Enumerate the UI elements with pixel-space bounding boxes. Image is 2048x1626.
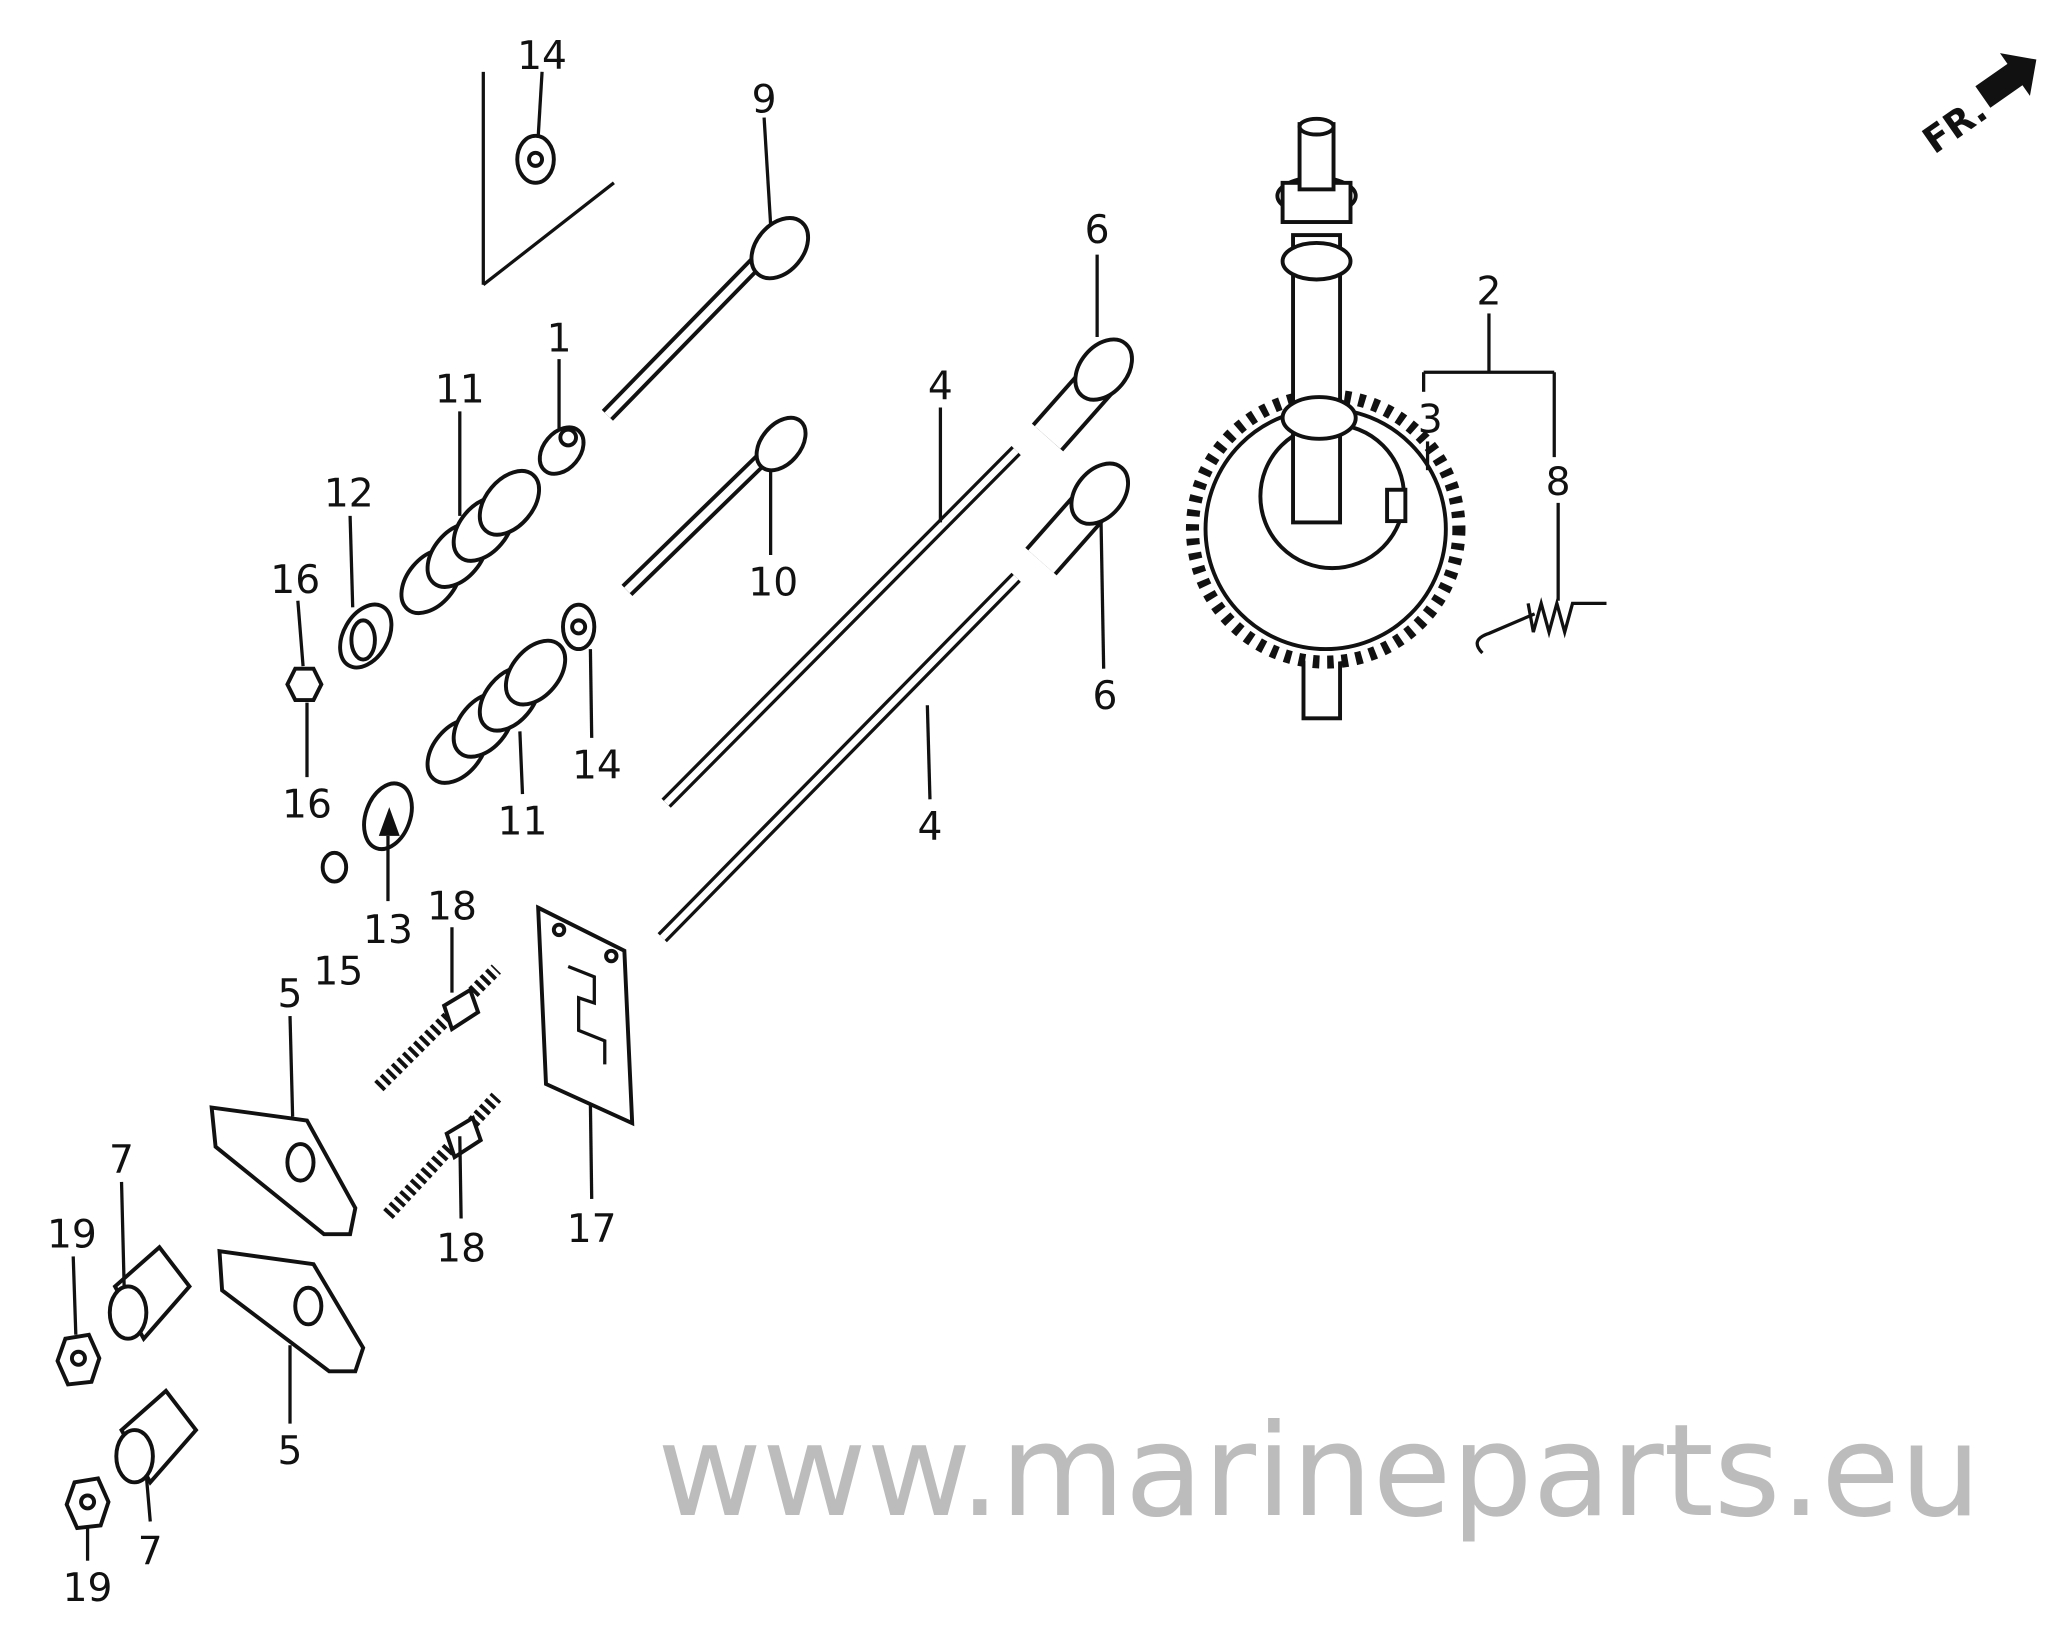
callout-7: 7 — [138, 1530, 163, 1575]
callout-6: 6 — [1085, 208, 1110, 253]
washer-14-top — [515, 133, 556, 185]
callout-15: 15 — [313, 950, 363, 995]
callout-19: 19 — [47, 1212, 97, 1257]
valve-9 — [601, 216, 811, 421]
callout-18: 18 — [436, 1227, 486, 1272]
pushrod-upper — [661, 445, 1021, 808]
callout-11: 11 — [498, 800, 548, 845]
callout-9: 9 — [752, 77, 777, 122]
callout-4: 4 — [917, 805, 942, 850]
callout-14: 14 — [517, 34, 567, 79]
nut-19-upper — [55, 1332, 102, 1387]
callout-16: 16 — [282, 783, 332, 828]
rocker-arm-upper — [209, 1105, 358, 1237]
callout-10: 10 — [748, 561, 798, 606]
front-label: FR. — [1915, 88, 1995, 162]
callout-17: 17 — [567, 1207, 617, 1252]
valve-spring-lower — [425, 638, 568, 785]
callout-2: 2 — [1476, 269, 1501, 314]
bracket-lines — [481, 71, 615, 287]
callout-3: 3 — [1418, 397, 1443, 442]
cap-15 — [320, 850, 349, 884]
front-arrow-icon — [1975, 53, 2037, 108]
valve-spring-upper — [399, 469, 541, 615]
retainer-12 — [338, 602, 394, 670]
camshaft-gear — [1185, 116, 1466, 721]
callout-18: 18 — [427, 884, 477, 929]
nut-16 — [285, 666, 324, 702]
washer-14 — [561, 602, 597, 652]
callout-labels: 14 9 6 2 11 1 4 3 12 8 16 10 16 14 6 11 … — [47, 34, 1571, 1611]
callout-19: 19 — [63, 1566, 113, 1611]
callout-7: 7 — [109, 1138, 134, 1183]
retainer-1 — [537, 425, 586, 476]
callout-8: 8 — [1546, 460, 1571, 505]
pivot-lower — [114, 1388, 199, 1486]
front-direction-marker: FR. — [1915, 53, 2037, 162]
callout-14: 14 — [572, 743, 622, 788]
callout-16: 16 — [270, 558, 320, 603]
leader-lines — [71, 71, 1560, 1561]
tappet-lower — [1025, 461, 1131, 576]
callout-13: 13 — [363, 908, 413, 953]
guide-plate-17 — [536, 904, 635, 1127]
callout-5: 5 — [278, 972, 303, 1017]
valve-10 — [621, 415, 808, 596]
callout-4: 4 — [928, 365, 953, 410]
retainer-13 — [362, 781, 414, 852]
pivot-upper — [107, 1244, 192, 1343]
callout-11: 11 — [435, 367, 485, 412]
callout-12: 12 — [324, 472, 374, 517]
stud-upper — [374, 964, 501, 1092]
spring-8 — [1475, 597, 1607, 655]
callout-6: 6 — [1093, 674, 1118, 719]
tappet-upper — [1031, 337, 1134, 452]
watermark: www.marineparts.eu — [657, 1397, 1981, 1546]
rocker-arm-lower — [217, 1248, 366, 1374]
stud-lower — [383, 1092, 502, 1220]
pushrod-lower — [657, 572, 1021, 943]
callout-1: 1 — [547, 316, 572, 361]
callout-5: 5 — [278, 1429, 303, 1474]
nut-19-lower — [64, 1476, 111, 1531]
